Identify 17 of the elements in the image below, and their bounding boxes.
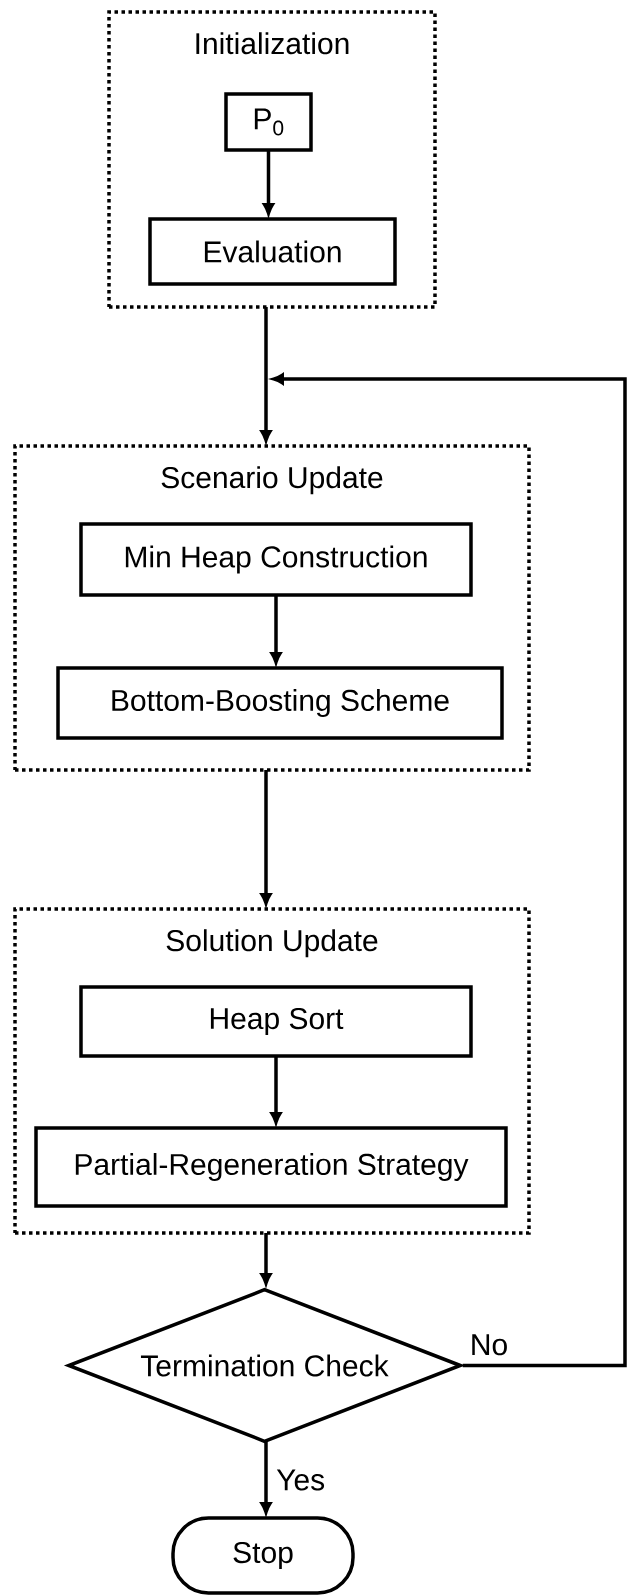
terminal-box: Stop [171, 1516, 355, 1595]
arrow [260, 307, 272, 442]
arrow [270, 1056, 282, 1124]
group-heading: Initialization [196, 32, 349, 55]
arrow [270, 595, 282, 664]
process-box: Bottom-Boosting Scheme [56, 666, 504, 740]
process-box: P$_{0}$ [224, 92, 313, 152]
edge-label: No [467, 1332, 511, 1358]
edge-label: Yes [274, 1467, 328, 1493]
process-box: Heap Sort [79, 985, 473, 1058]
arrow [260, 770, 272, 905]
group-heading: Solution Update [166, 929, 378, 958]
group-heading: Scenario Update [161, 466, 383, 495]
process-box: Evaluation [148, 217, 397, 286]
process-box: Partial-Regeneration Strategy [34, 1126, 508, 1208]
arrow [260, 1442, 272, 1514]
process-box: Min Heap Construction [79, 522, 473, 597]
